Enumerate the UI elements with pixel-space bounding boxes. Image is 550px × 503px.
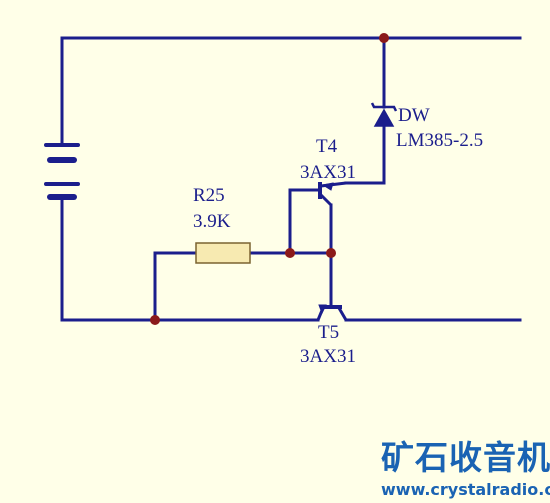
watermark-logo-text: 矿石收音机	[381, 438, 550, 477]
junction-dot-top-rail	[379, 33, 389, 43]
r25-ref-label: R25	[193, 185, 225, 206]
resistor-r25	[195, 242, 251, 264]
junction-dot-bottom-rail	[150, 315, 160, 325]
zener-diode-dw	[370, 102, 398, 127]
junction-dot-t4-base	[285, 248, 295, 258]
watermark-url: www.crystalradio.cn	[381, 480, 550, 499]
transistor-t5	[316, 298, 348, 321]
battery-symbol	[44, 143, 80, 200]
dw-value-label: LM385-2.5	[396, 130, 484, 151]
t5-ref-label: T5	[318, 322, 340, 343]
junction-dot-mid-node	[326, 248, 336, 258]
dw-ref-label: DW	[398, 105, 430, 126]
t5-value-label: 3AX31	[300, 346, 356, 367]
t4-value-label: 3AX31	[300, 162, 356, 183]
t4-ref-label: T4	[316, 136, 338, 157]
r25-value-label: 3.9K	[193, 211, 231, 232]
transistor-t4	[318, 181, 347, 207]
